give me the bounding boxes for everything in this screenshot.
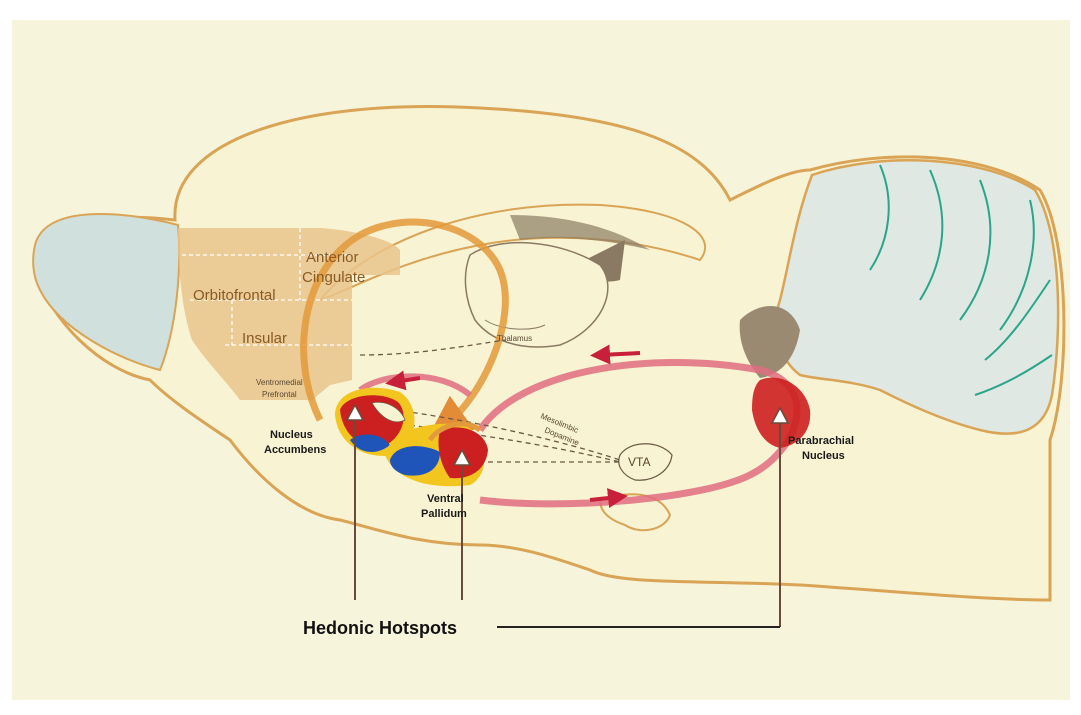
label-parabrachial-nucleus: Nucleus: [802, 450, 845, 462]
label-anterior: Anterior: [306, 249, 359, 266]
label-pallidum: Pallidum: [421, 508, 467, 520]
label-parabrachial: Parabrachial: [788, 435, 854, 447]
label-hedonic-hotspots: Hedonic Hotspots: [303, 618, 457, 638]
label-nucleus: Nucleus: [270, 429, 313, 441]
label-ventromedial: Ventromedial: [256, 378, 303, 387]
label-accumbens: Accumbens: [264, 444, 326, 456]
pink-loop-arrow-top: [600, 353, 640, 355]
label-insular: Insular: [242, 330, 287, 347]
label-thalamus: Thalamus: [497, 334, 532, 343]
label-orbitofrontal: Orbitofrontal: [193, 287, 276, 304]
label-cingulate: Cingulate: [302, 269, 365, 286]
label-prefrontal: Prefrontal: [262, 390, 297, 399]
label-vta: VTA: [628, 455, 650, 469]
label-ventral: Ventral: [427, 493, 464, 505]
